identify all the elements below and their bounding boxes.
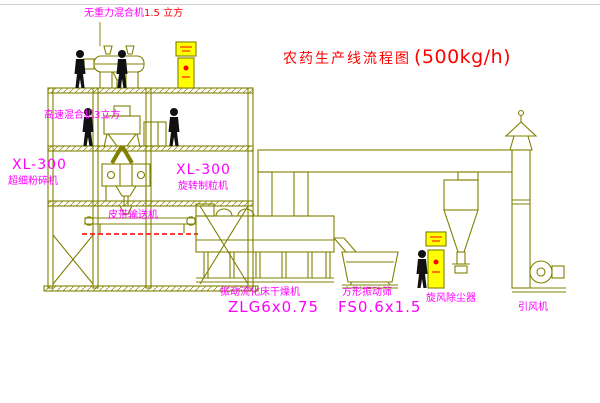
page-rule-line — [0, 4, 600, 5]
label-gravity-mixer-name: 无重力混合机 — [84, 8, 144, 19]
drawing-title: 农药生产线流程图 (500kg/h) — [283, 46, 511, 68]
vibrating-screen — [332, 237, 399, 289]
drawing-title-capacity: (500kg/h) — [414, 46, 512, 68]
label-right-machine-name: 旋转制粒机 — [178, 181, 228, 192]
label-cyclone: 旋风除尘器 — [426, 293, 476, 304]
label-gravity-mixer-capacity: 1.5 立方 — [144, 8, 184, 19]
label-gravity-mixer: 无重力混合机1.5 立方 — [84, 8, 183, 20]
granulator — [101, 163, 151, 215]
exhaust-stack — [504, 109, 538, 289]
label-left-machine-model: XL-300 — [12, 157, 67, 173]
y-chute — [110, 144, 134, 165]
worker-figure — [168, 108, 180, 146]
auxiliary-machine — [143, 121, 167, 147]
label-dryer-name: 振动流化床干燥机 — [220, 287, 300, 298]
label-high-speed-mixer: 高速混合机3立方 — [44, 110, 121, 121]
worker-figure — [74, 50, 86, 88]
worker-figure — [416, 250, 428, 288]
gravity-mixer — [83, 45, 145, 89]
cyclone-separator — [443, 179, 479, 274]
high-speed-mixer — [103, 105, 141, 148]
platform-structure — [43, 87, 259, 292]
control-panel-1 — [175, 41, 197, 89]
exhaust-duct — [257, 149, 513, 217]
label-right-machine-model: XL-300 — [176, 162, 231, 178]
drawing-title-main: 农药生产线流程图 — [283, 51, 411, 67]
belt-conveyor — [84, 216, 196, 233]
label-left-machine-name: 超细粉碎机 — [8, 176, 58, 187]
induced-draft-fan — [512, 260, 566, 293]
control-panel-2 — [425, 231, 447, 289]
label-screen-model: FS0.6x1.5 — [338, 298, 422, 316]
label-belt-conveyor: 皮带输送机 — [108, 210, 158, 221]
label-screen-name: 方形振动筛 — [342, 287, 392, 298]
label-fan: 引风机 — [518, 302, 548, 313]
label-dryer-model: ZLG6x0.75 — [228, 298, 320, 316]
